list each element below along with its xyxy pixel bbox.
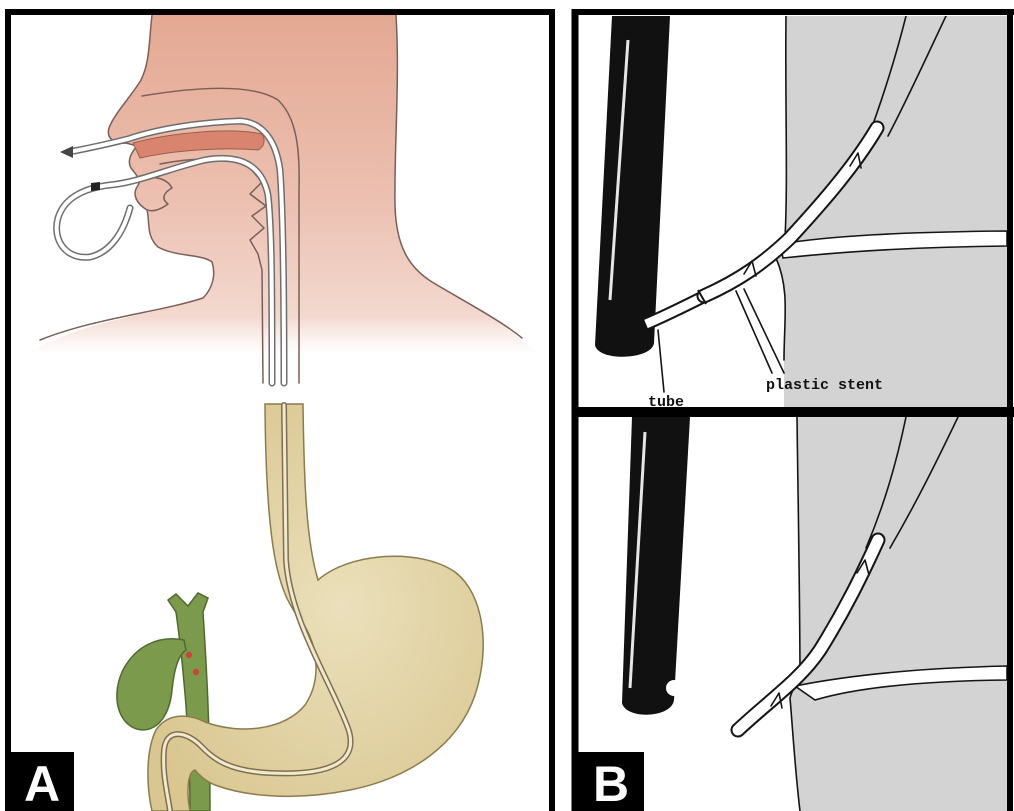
gallstone (186, 652, 192, 658)
panel-a (11, 15, 549, 811)
panel-b-top: tube plastic stent (595, 16, 1007, 411)
endoscope (595, 16, 670, 357)
stent-leader-line (744, 289, 784, 373)
panel-b-bottom (622, 417, 1007, 811)
panel-b-letter: B (593, 756, 629, 811)
panel-b-label: B (578, 752, 644, 811)
plastic-stent-label: plastic stent (766, 377, 883, 394)
panel-a-label: A (11, 752, 74, 811)
tube-leader-line (658, 330, 664, 392)
arrow-left-icon (60, 146, 73, 158)
panel-a-letter: A (24, 756, 60, 811)
tube-marker (91, 182, 100, 191)
gallstone (193, 669, 199, 675)
duodenal-wall-edge-top (774, 16, 786, 360)
shoulder-fade (11, 316, 549, 354)
endoscope-channel-notch (666, 680, 682, 696)
stent-leader-line (736, 291, 772, 373)
duodenal-wall-bottom (790, 417, 1007, 811)
